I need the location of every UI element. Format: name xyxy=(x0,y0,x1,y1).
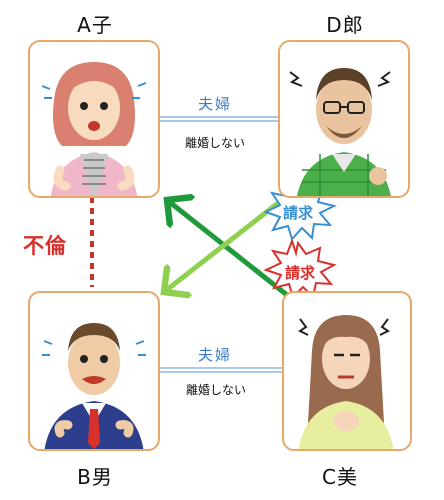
person-d-illustration xyxy=(289,68,391,196)
person-a-illustration xyxy=(41,62,147,196)
person-c-card xyxy=(282,291,412,451)
affair-label: 不倫 xyxy=(23,234,67,258)
marriage-note-bottom: 離婚しない xyxy=(186,383,247,397)
person-c-name: C美 xyxy=(322,465,358,489)
person-a-card xyxy=(28,40,160,198)
person-a-name: A子 xyxy=(77,13,113,37)
marriage-note-top: 離婚しない xyxy=(185,136,246,150)
person-c-illustration xyxy=(298,315,394,449)
person-b-card xyxy=(28,291,160,451)
marriage-label-top: 夫婦 xyxy=(198,95,233,113)
marriage-line-top xyxy=(160,116,278,122)
person-b-name: B男 xyxy=(77,465,113,489)
person-b-illustration xyxy=(42,323,146,449)
claim-arrow-d-to-b xyxy=(164,198,284,292)
person-d-card xyxy=(278,40,410,198)
marriage-line-bottom xyxy=(160,367,282,373)
claim-label-red: 請求 xyxy=(285,264,316,282)
claim-label-blue: 請求 xyxy=(283,204,314,222)
person-d-name: D郎 xyxy=(326,13,364,37)
marriage-label-bottom: 夫婦 xyxy=(198,346,233,364)
claim-arrow-c-to-a xyxy=(167,200,289,297)
